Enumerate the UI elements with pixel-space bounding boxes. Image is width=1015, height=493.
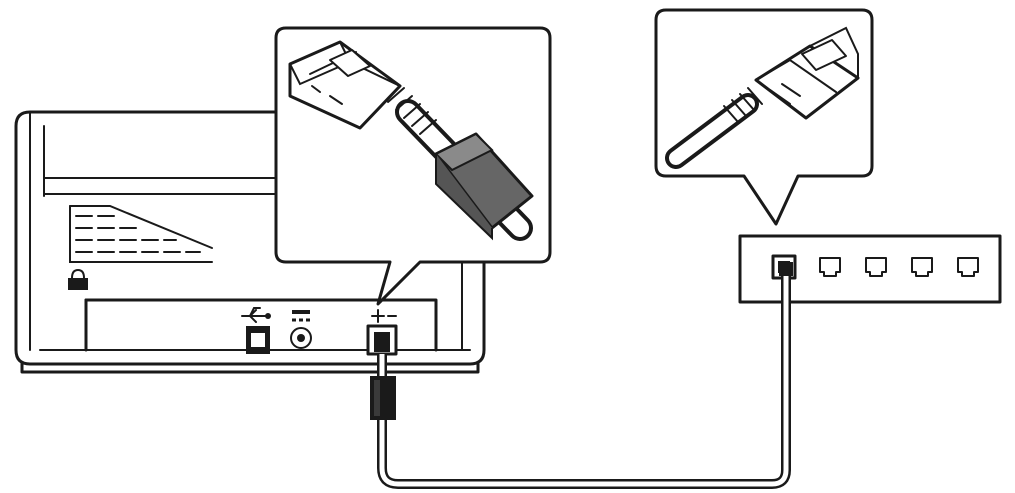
rj45-plug-right — [754, 26, 860, 120]
switch-port-3 — [865, 257, 887, 277]
ferrite-core-cable — [370, 376, 396, 420]
switch-port-4 — [911, 257, 933, 277]
strain-relief — [387, 87, 437, 135]
dc-power-icon — [292, 310, 310, 322]
usb-icon — [241, 307, 271, 323]
ferrite-core — [434, 132, 534, 241]
rj45-plug-left — [288, 40, 402, 130]
kensington-lock-icon — [68, 268, 88, 290]
vent-slots — [69, 205, 213, 263]
strain-relief-right — [723, 87, 763, 123]
ethernet-cable — [370, 262, 793, 489]
switch-port-5 — [957, 257, 979, 277]
switch-port-2 — [819, 257, 841, 277]
scanner-power-port — [290, 310, 312, 349]
callout-cable-plug-closeup — [654, 8, 874, 226]
network-icon — [371, 309, 397, 323]
scanner-usb-port — [241, 307, 271, 354]
callout-cable-ferrite-closeup — [274, 26, 552, 306]
